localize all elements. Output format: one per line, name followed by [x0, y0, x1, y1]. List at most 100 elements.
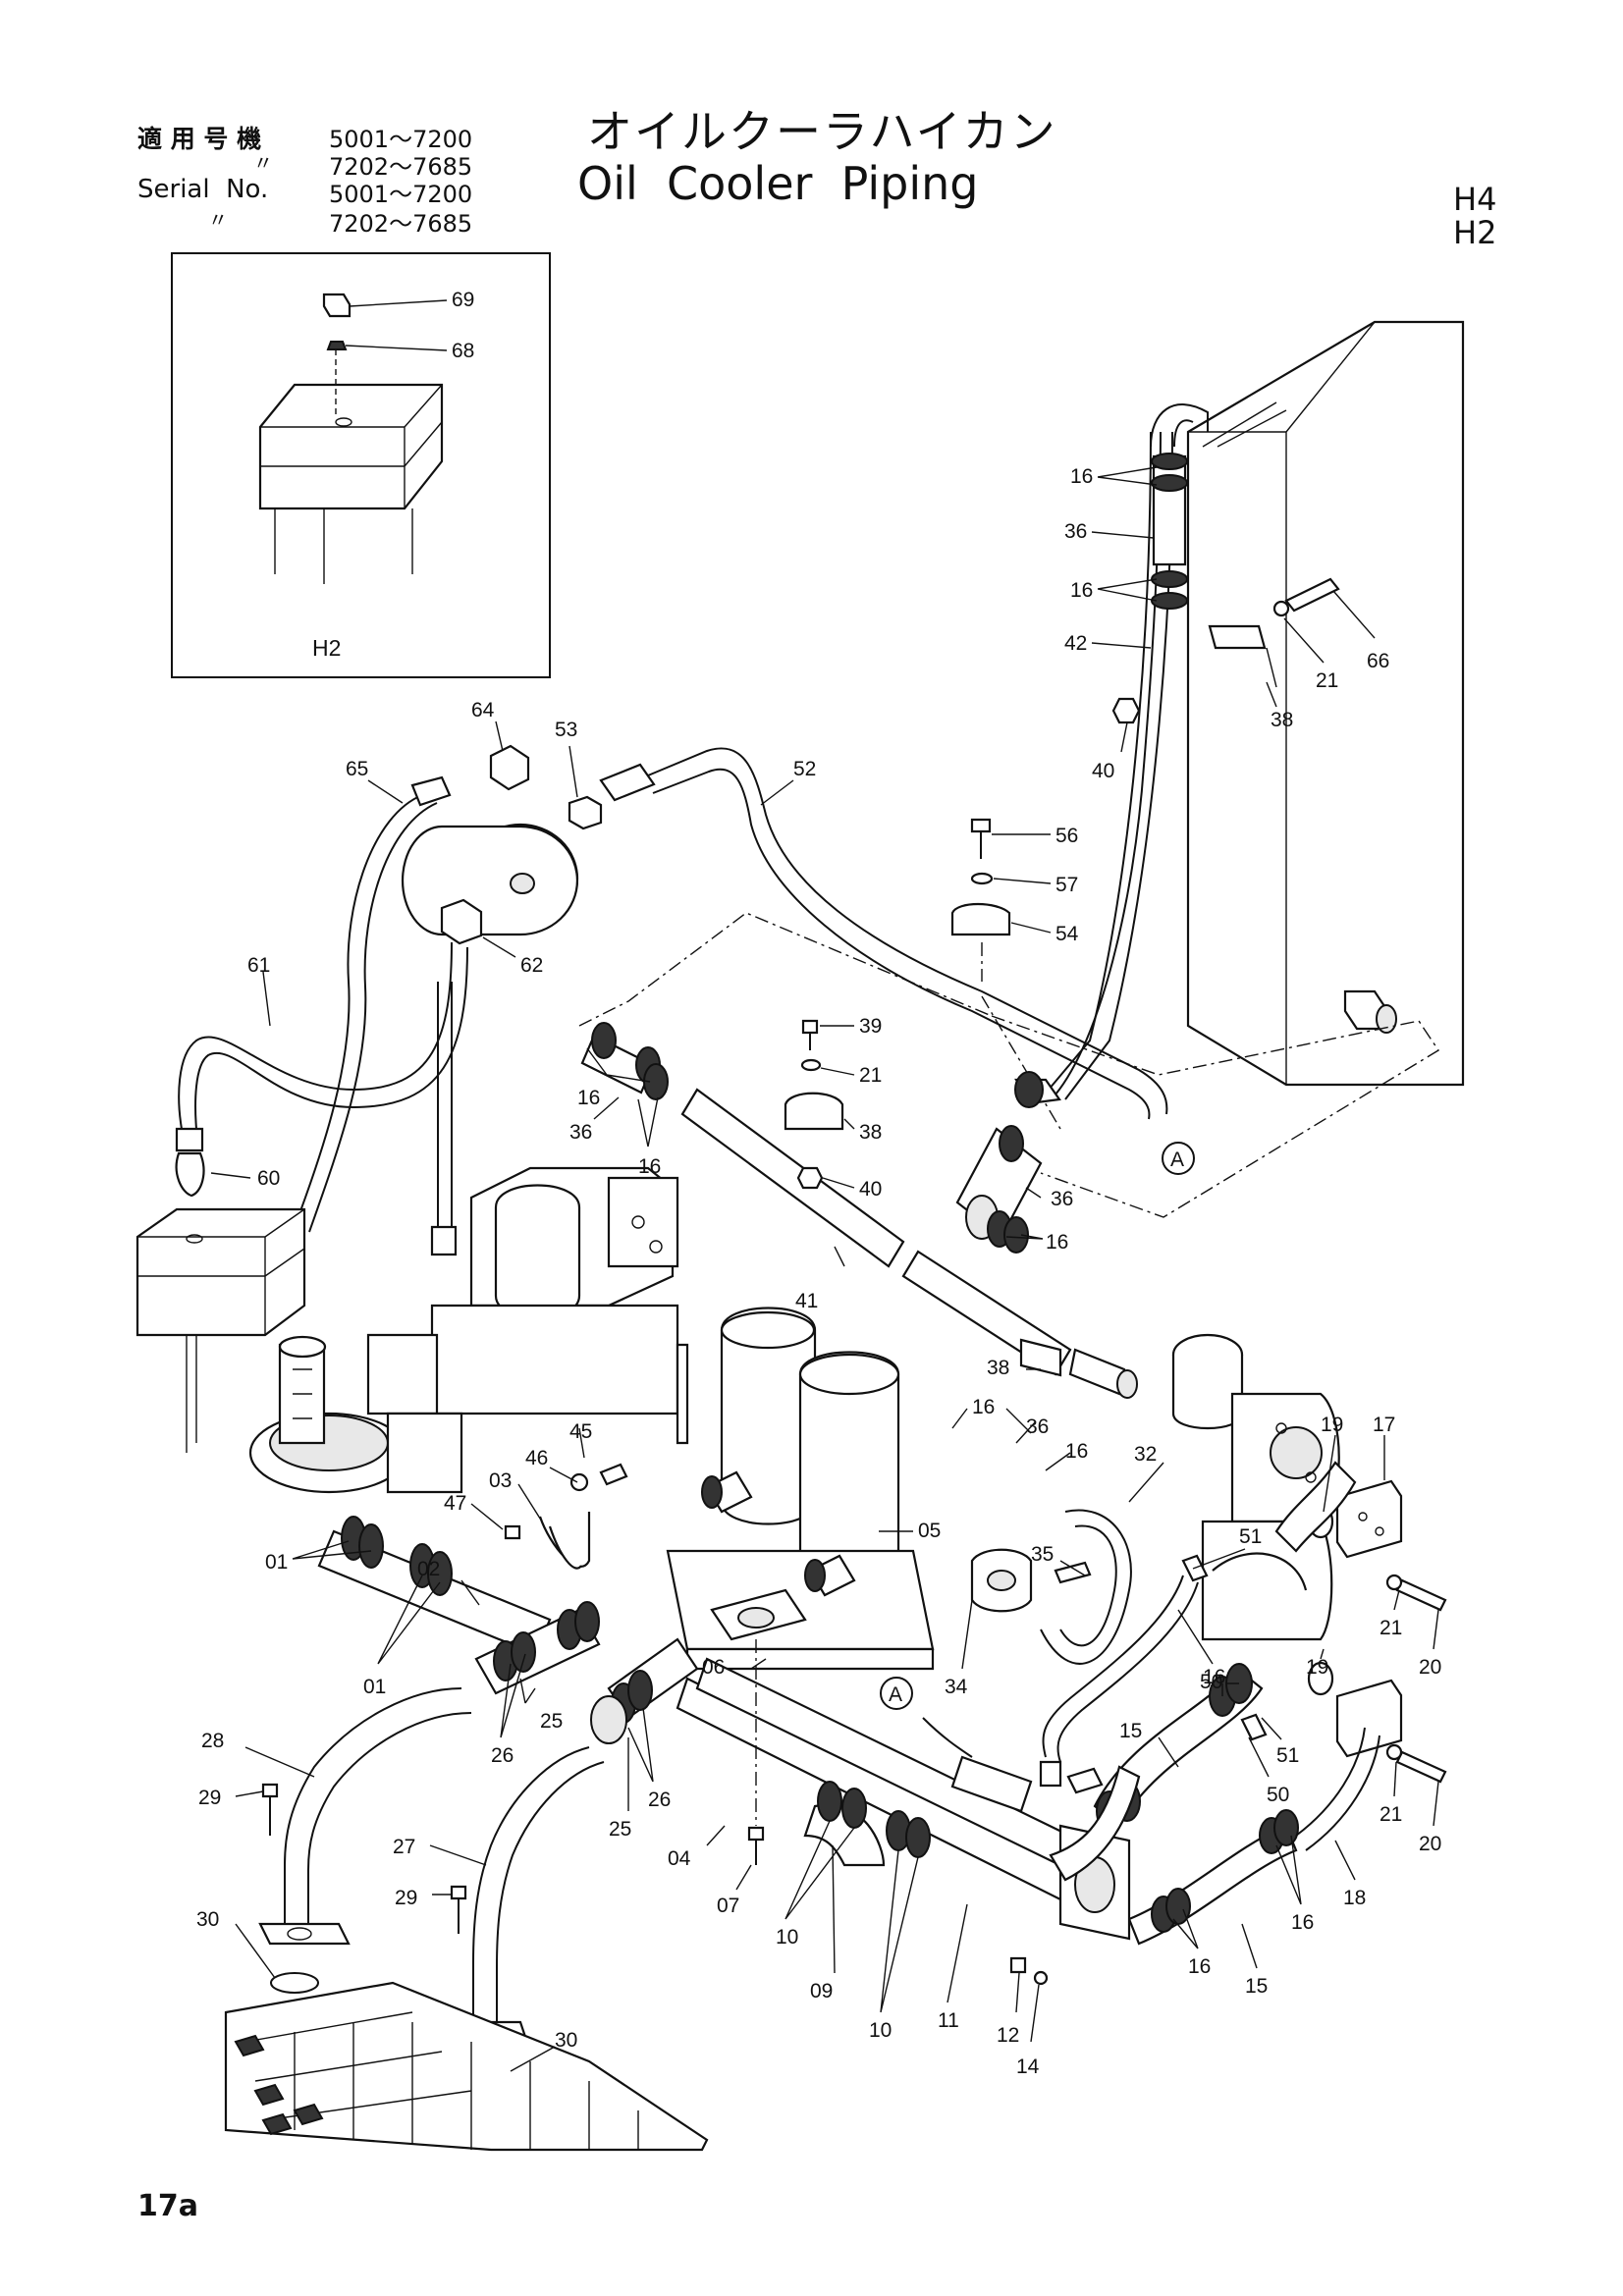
- callout-32: 32: [1134, 1443, 1157, 1466]
- callout-19b: 19: [1306, 1656, 1328, 1679]
- callout-29b: 29: [395, 1887, 417, 1909]
- callout-03: 03: [489, 1469, 512, 1492]
- callout-40a: 40: [1092, 760, 1114, 782]
- pump-assembly: [1171, 1333, 1447, 1784]
- callout-09: 09: [810, 1980, 833, 2002]
- callout-25b: 25: [609, 1818, 631, 1841]
- callout-21d: 21: [1380, 1803, 1402, 1826]
- callout-26b: 26: [648, 1789, 671, 1811]
- callout-57: 57: [1055, 874, 1078, 896]
- callout-02: 02: [417, 1558, 440, 1580]
- callout-06: 06: [702, 1656, 725, 1679]
- callout-16f: 16: [972, 1396, 995, 1418]
- callout-21a: 21: [1316, 669, 1338, 692]
- bracket-03-group: [504, 1463, 628, 1570]
- callout-36c: 36: [1051, 1188, 1073, 1210]
- callout-16h: 16: [1203, 1666, 1225, 1688]
- callout-12: 12: [997, 2024, 1019, 2047]
- serial-range-4: 7202～7685: [329, 210, 473, 238]
- hose-41-assembly: [580, 1022, 1138, 1399]
- hose-42-assembly: [1048, 403, 1340, 1100]
- callout-04: 04: [668, 1847, 691, 1870]
- callout-56: 56: [1055, 825, 1078, 847]
- callout-01b: 01: [363, 1676, 386, 1698]
- callout-07: 07: [717, 1895, 739, 1917]
- callout-36b: 36: [569, 1121, 592, 1144]
- callout-66: 66: [1367, 650, 1389, 672]
- callouts-lower: 45 46 03 47 05 32 16 36 16 35 51 17 19 0…: [196, 1396, 1441, 2078]
- inset-h2-detail: H2 69 68: [171, 252, 551, 678]
- valve-body: [248, 1166, 689, 1494]
- callout-54: 54: [1055, 923, 1079, 945]
- callout-10a: 10: [776, 1926, 798, 1949]
- callout-16a: 16: [1070, 465, 1093, 488]
- callout-30a: 30: [196, 1908, 219, 1931]
- callout-20b: 20: [1419, 1833, 1441, 1855]
- callout-64: 64: [471, 699, 495, 721]
- callout-14: 14: [1016, 2056, 1040, 2078]
- callout-47: 47: [444, 1492, 466, 1515]
- callout-42: 42: [1064, 632, 1087, 655]
- callouts-middle: 64 53 52 65 56 57 54 62 61 39 21 38 40 6…: [210, 699, 1079, 1379]
- callout-45: 45: [569, 1420, 592, 1443]
- applicable-label: 適 用 号 機: [137, 125, 262, 153]
- callout-16b: 16: [1070, 579, 1093, 602]
- callout-19a: 19: [1321, 1414, 1343, 1436]
- serial-range-2: 7202～7685: [329, 153, 473, 181]
- callout-25a: 25: [540, 1710, 563, 1733]
- pipe-32: [970, 1509, 1132, 1665]
- callouts-top-right: 16 36 16 42 40 38 21 66: [1064, 465, 1389, 782]
- callout-05: 05: [918, 1520, 941, 1542]
- ditto-mark-1: 〃: [253, 151, 273, 175]
- callout-01a: 01: [265, 1551, 288, 1574]
- callout-17: 17: [1373, 1414, 1395, 1436]
- callout-34: 34: [945, 1676, 968, 1698]
- callout-61: 61: [247, 954, 270, 977]
- callout-36d: 36: [1026, 1415, 1049, 1438]
- callout-51a: 51: [1239, 1525, 1262, 1548]
- model-h2: H2: [1453, 214, 1497, 251]
- title-english: Oil Cooler Piping: [577, 157, 979, 210]
- callout-29a: 29: [198, 1787, 221, 1809]
- callout-41: 41: [795, 1290, 818, 1312]
- reference-a-upper: A: [1162, 1142, 1195, 1175]
- callout-26a: 26: [491, 1744, 514, 1767]
- title-japanese: オイルクーラハイカン: [587, 105, 1057, 158]
- ditto-mark-2: 〃: [208, 208, 228, 232]
- ref-a-upper: A: [1170, 1148, 1184, 1171]
- callout-39: 39: [859, 1015, 882, 1038]
- dashed-outline: [578, 912, 1439, 1218]
- callout-46: 46: [525, 1447, 548, 1469]
- callout-16j: 16: [1291, 1911, 1314, 1934]
- page-number: 17a: [137, 2189, 198, 2223]
- serial-range-1: 5001～7200: [329, 126, 473, 153]
- callout-38a: 38: [1271, 709, 1293, 731]
- callout-50b: 50: [1267, 1784, 1289, 1806]
- callout-30b: 30: [555, 2029, 577, 2052]
- hoses-01-02-25: [317, 1516, 699, 1744]
- oil-cooler: [1186, 320, 1465, 1087]
- callout-62: 62: [520, 954, 543, 977]
- callout-16d: 16: [638, 1155, 661, 1178]
- callout-28: 28: [201, 1730, 224, 1752]
- callout-69: 69: [452, 289, 474, 311]
- hose-36-right: [955, 1071, 1061, 1254]
- reference-a-lower: A: [880, 1677, 1033, 1813]
- callout-10b: 10: [869, 2019, 892, 2042]
- return-filter-group: [175, 744, 603, 1256]
- clamp-54-group: [950, 818, 1011, 982]
- callout-35: 35: [1031, 1543, 1054, 1566]
- callout-16c: 16: [577, 1087, 600, 1109]
- serial-no-label: Serial No.: [137, 175, 269, 204]
- callout-16i: 16: [1188, 1955, 1211, 1978]
- callout-53: 53: [555, 719, 577, 741]
- callout-15a: 15: [1119, 1720, 1142, 1742]
- hydraulic-tank: [135, 1207, 306, 1453]
- callout-52: 52: [793, 758, 816, 780]
- callout-21b: 21: [859, 1064, 882, 1087]
- callout-18: 18: [1343, 1887, 1366, 1909]
- callout-38b: 38: [859, 1121, 882, 1144]
- ref-a-lower: A: [889, 1683, 902, 1706]
- control-valve: [224, 1981, 709, 2152]
